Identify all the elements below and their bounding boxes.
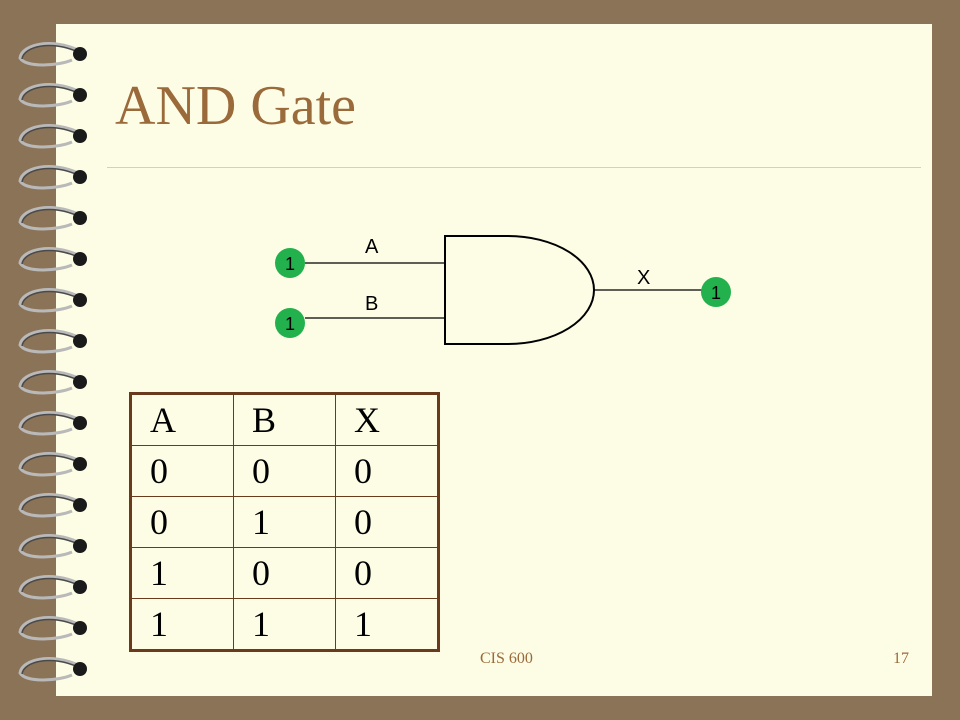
spiral-ring [18, 206, 87, 231]
slide-title: AND Gate [115, 75, 357, 137]
input-a-label: A [365, 236, 379, 258]
header-b: B [233, 393, 336, 446]
input-a-node: 1 [275, 248, 305, 278]
cell-a: 1 [130, 547, 234, 599]
cell-x: 0 [335, 547, 439, 599]
table-row: 1 0 0 [130, 547, 439, 599]
input-b-label: B [365, 293, 378, 315]
table-row: 0 1 0 [130, 496, 439, 548]
spiral-ring [18, 370, 87, 395]
page-number: 17 [893, 650, 909, 667]
input-b-node: 1 [275, 308, 305, 338]
header-a: A [130, 393, 234, 446]
spiral-ring [18, 534, 87, 559]
output-x-label: X [637, 267, 650, 289]
and-gate-body [444, 235, 595, 345]
table-row: 0 0 0 [130, 445, 439, 497]
table-row: 1 1 1 [130, 598, 439, 651]
cell-x: 1 [335, 598, 439, 651]
spiral-ring [18, 452, 87, 477]
spiral-ring [18, 165, 87, 190]
spiral-ring [18, 657, 87, 682]
cell-b: 1 [233, 496, 336, 548]
spiral-ring [18, 288, 87, 313]
spiral-ring [18, 493, 87, 518]
spiral-ring [18, 83, 87, 108]
cell-a: 0 [130, 445, 234, 497]
cell-x: 0 [335, 445, 439, 497]
spiral-ring [18, 575, 87, 600]
spiral-ring [18, 124, 87, 149]
cell-b: 1 [233, 598, 336, 651]
spiral-ring [18, 42, 87, 67]
spiral-ring [18, 329, 87, 354]
spiral-ring [18, 411, 87, 436]
header-x: X [335, 393, 439, 446]
cell-b: 0 [233, 445, 336, 497]
output-x-node: 1 [701, 277, 731, 307]
cell-b: 0 [233, 547, 336, 599]
footer-course: CIS 600 [480, 650, 533, 667]
cell-a: 0 [130, 496, 234, 548]
truth-table: A B X 0 0 0 0 1 0 1 0 0 1 1 1 [129, 392, 440, 652]
cell-x: 0 [335, 496, 439, 548]
input-a-value: 1 [285, 254, 295, 274]
input-b-value: 1 [285, 314, 295, 334]
cell-a: 1 [130, 598, 234, 651]
truth-table-header-row: A B X [130, 393, 439, 446]
spiral-ring [18, 616, 87, 641]
title-divider [107, 167, 921, 168]
spiral-ring [18, 247, 87, 272]
output-x-value: 1 [711, 283, 721, 303]
